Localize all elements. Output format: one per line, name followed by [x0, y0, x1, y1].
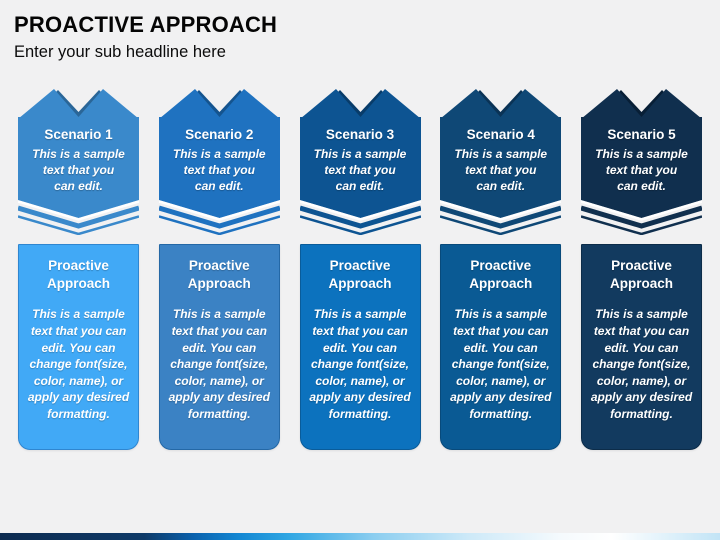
footer-accent-bar: [0, 533, 720, 540]
scenario-columns: Scenario 1 This is a sample text that yo…: [18, 88, 702, 450]
scenario-banner-content: Scenario 5 This is a sample text that yo…: [581, 88, 702, 195]
slide-header: PROACTIVE APPROACH Enter your sub headli…: [14, 12, 694, 63]
proactive-approach-card: Proactive Approach This is a sample text…: [158, 244, 280, 450]
card-title: Proactive Approach: [609, 258, 673, 292]
scenario-sample-text: This is a sample text that you can edit.: [454, 147, 548, 193]
scenario-sample-text: This is a sample text that you can edit.: [313, 147, 407, 193]
bookmark-ribbon-shape: [581, 89, 702, 235]
card-sample-text: This is a sample text that you can edit.…: [27, 307, 130, 421]
scenario-banner-content: Scenario 2 This is a sample text that yo…: [159, 88, 280, 195]
card-sample-text: This is a sample text that you can edit.…: [590, 307, 693, 421]
proactive-approach-card: Proactive Approach This is a sample text…: [18, 244, 139, 450]
scenario-label: Scenario 2: [185, 127, 254, 142]
scenario-column-1: Scenario 1 This is a sample text that yo…: [18, 88, 139, 450]
bookmark-ribbon-shape: [158, 89, 280, 235]
scenario-label: Scenario 1: [44, 127, 113, 142]
scenario-label: Scenario 4: [466, 127, 535, 142]
scenario-sample-text: This is a sample text that you can edit.: [595, 147, 688, 193]
page-title: PROACTIVE APPROACH: [14, 12, 278, 37]
bookmark-ribbon-shape: [299, 89, 421, 235]
bookmark-ribbon-shape: [18, 89, 139, 235]
scenario-banner-content: Scenario 1 This is a sample text that yo…: [18, 88, 139, 195]
card-sample-text: This is a sample text that you can edit.…: [309, 307, 411, 421]
card-title: Proactive Approach: [46, 258, 110, 292]
scenario-column-5: Scenario 5 This is a sample text that yo…: [581, 88, 702, 450]
scenario-banner: Scenario 3 This is a sample text that yo…: [299, 88, 421, 235]
card-title: Proactive Approach: [187, 258, 251, 292]
scenario-column-3: Scenario 3 This is a sample text that yo…: [299, 88, 421, 450]
card-sample-text: This is a sample text that you can edit.…: [450, 307, 552, 421]
scenario-banner-content: Scenario 3 This is a sample text that yo…: [300, 88, 421, 195]
proactive-approach-card: Proactive Approach This is a sample text…: [581, 244, 702, 450]
card-title: Proactive Approach: [328, 258, 392, 292]
scenario-banner: Scenario 2 This is a sample text that yo…: [158, 88, 280, 235]
scenario-sample-text: This is a sample text that you can edit.: [172, 147, 266, 193]
scenario-banner: Scenario 5 This is a sample text that yo…: [581, 88, 702, 235]
card-title: Proactive Approach: [469, 258, 533, 292]
bookmark-ribbon-shape: [440, 89, 562, 235]
scenario-label: Scenario 3: [325, 127, 395, 142]
scenario-sample-text: This is a sample text that you can edit.: [32, 147, 125, 193]
scenario-column-4: Scenario 4 This is a sample text that yo…: [440, 88, 562, 450]
scenario-banner-content: Scenario 4 This is a sample text that yo…: [440, 88, 561, 195]
scenario-label: Scenario 5: [607, 127, 676, 142]
scenario-banner: Scenario 4 This is a sample text that yo…: [440, 88, 562, 235]
proactive-approach-card: Proactive Approach This is a sample text…: [440, 244, 562, 450]
page-subtitle: Enter your sub headline here: [14, 43, 226, 62]
scenario-column-2: Scenario 2 This is a sample text that yo…: [158, 88, 280, 450]
scenario-banner: Scenario 1 This is a sample text that yo…: [18, 88, 139, 235]
card-sample-text: This is a sample text that you can edit.…: [168, 307, 270, 421]
proactive-approach-card: Proactive Approach This is a sample text…: [299, 244, 421, 450]
